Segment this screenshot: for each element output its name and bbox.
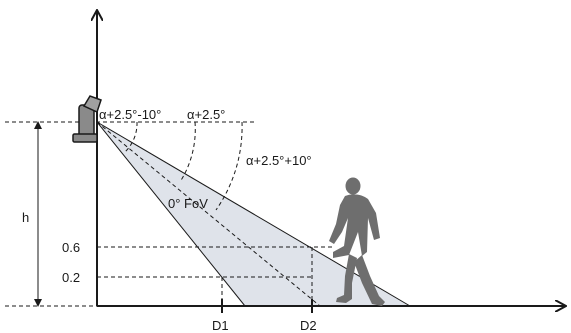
d2-label: D2 bbox=[300, 318, 317, 333]
angle-label-low: α+2.5°-10° bbox=[99, 107, 161, 122]
fov-center-line bbox=[96, 121, 321, 307]
fov-lower-edge bbox=[96, 121, 246, 307]
angle-label-mid: α+2.5° bbox=[187, 107, 225, 122]
angle-label-high: α+2.5°+10° bbox=[246, 153, 312, 168]
angle-arc-mid bbox=[179, 121, 196, 183]
d1-label: D1 bbox=[212, 318, 229, 333]
angle-arc-high bbox=[215, 121, 243, 211]
angle-arc-low bbox=[124, 121, 138, 153]
sensor-device-icon bbox=[72, 95, 102, 143]
walking-person-icon bbox=[329, 177, 385, 306]
level-02-label: 0.2 bbox=[62, 270, 80, 285]
fov-upper-edge bbox=[96, 121, 411, 307]
level-06-label: 0.6 bbox=[62, 240, 80, 255]
height-label: h bbox=[22, 210, 29, 225]
fov-label: 0° FoV bbox=[168, 196, 208, 211]
